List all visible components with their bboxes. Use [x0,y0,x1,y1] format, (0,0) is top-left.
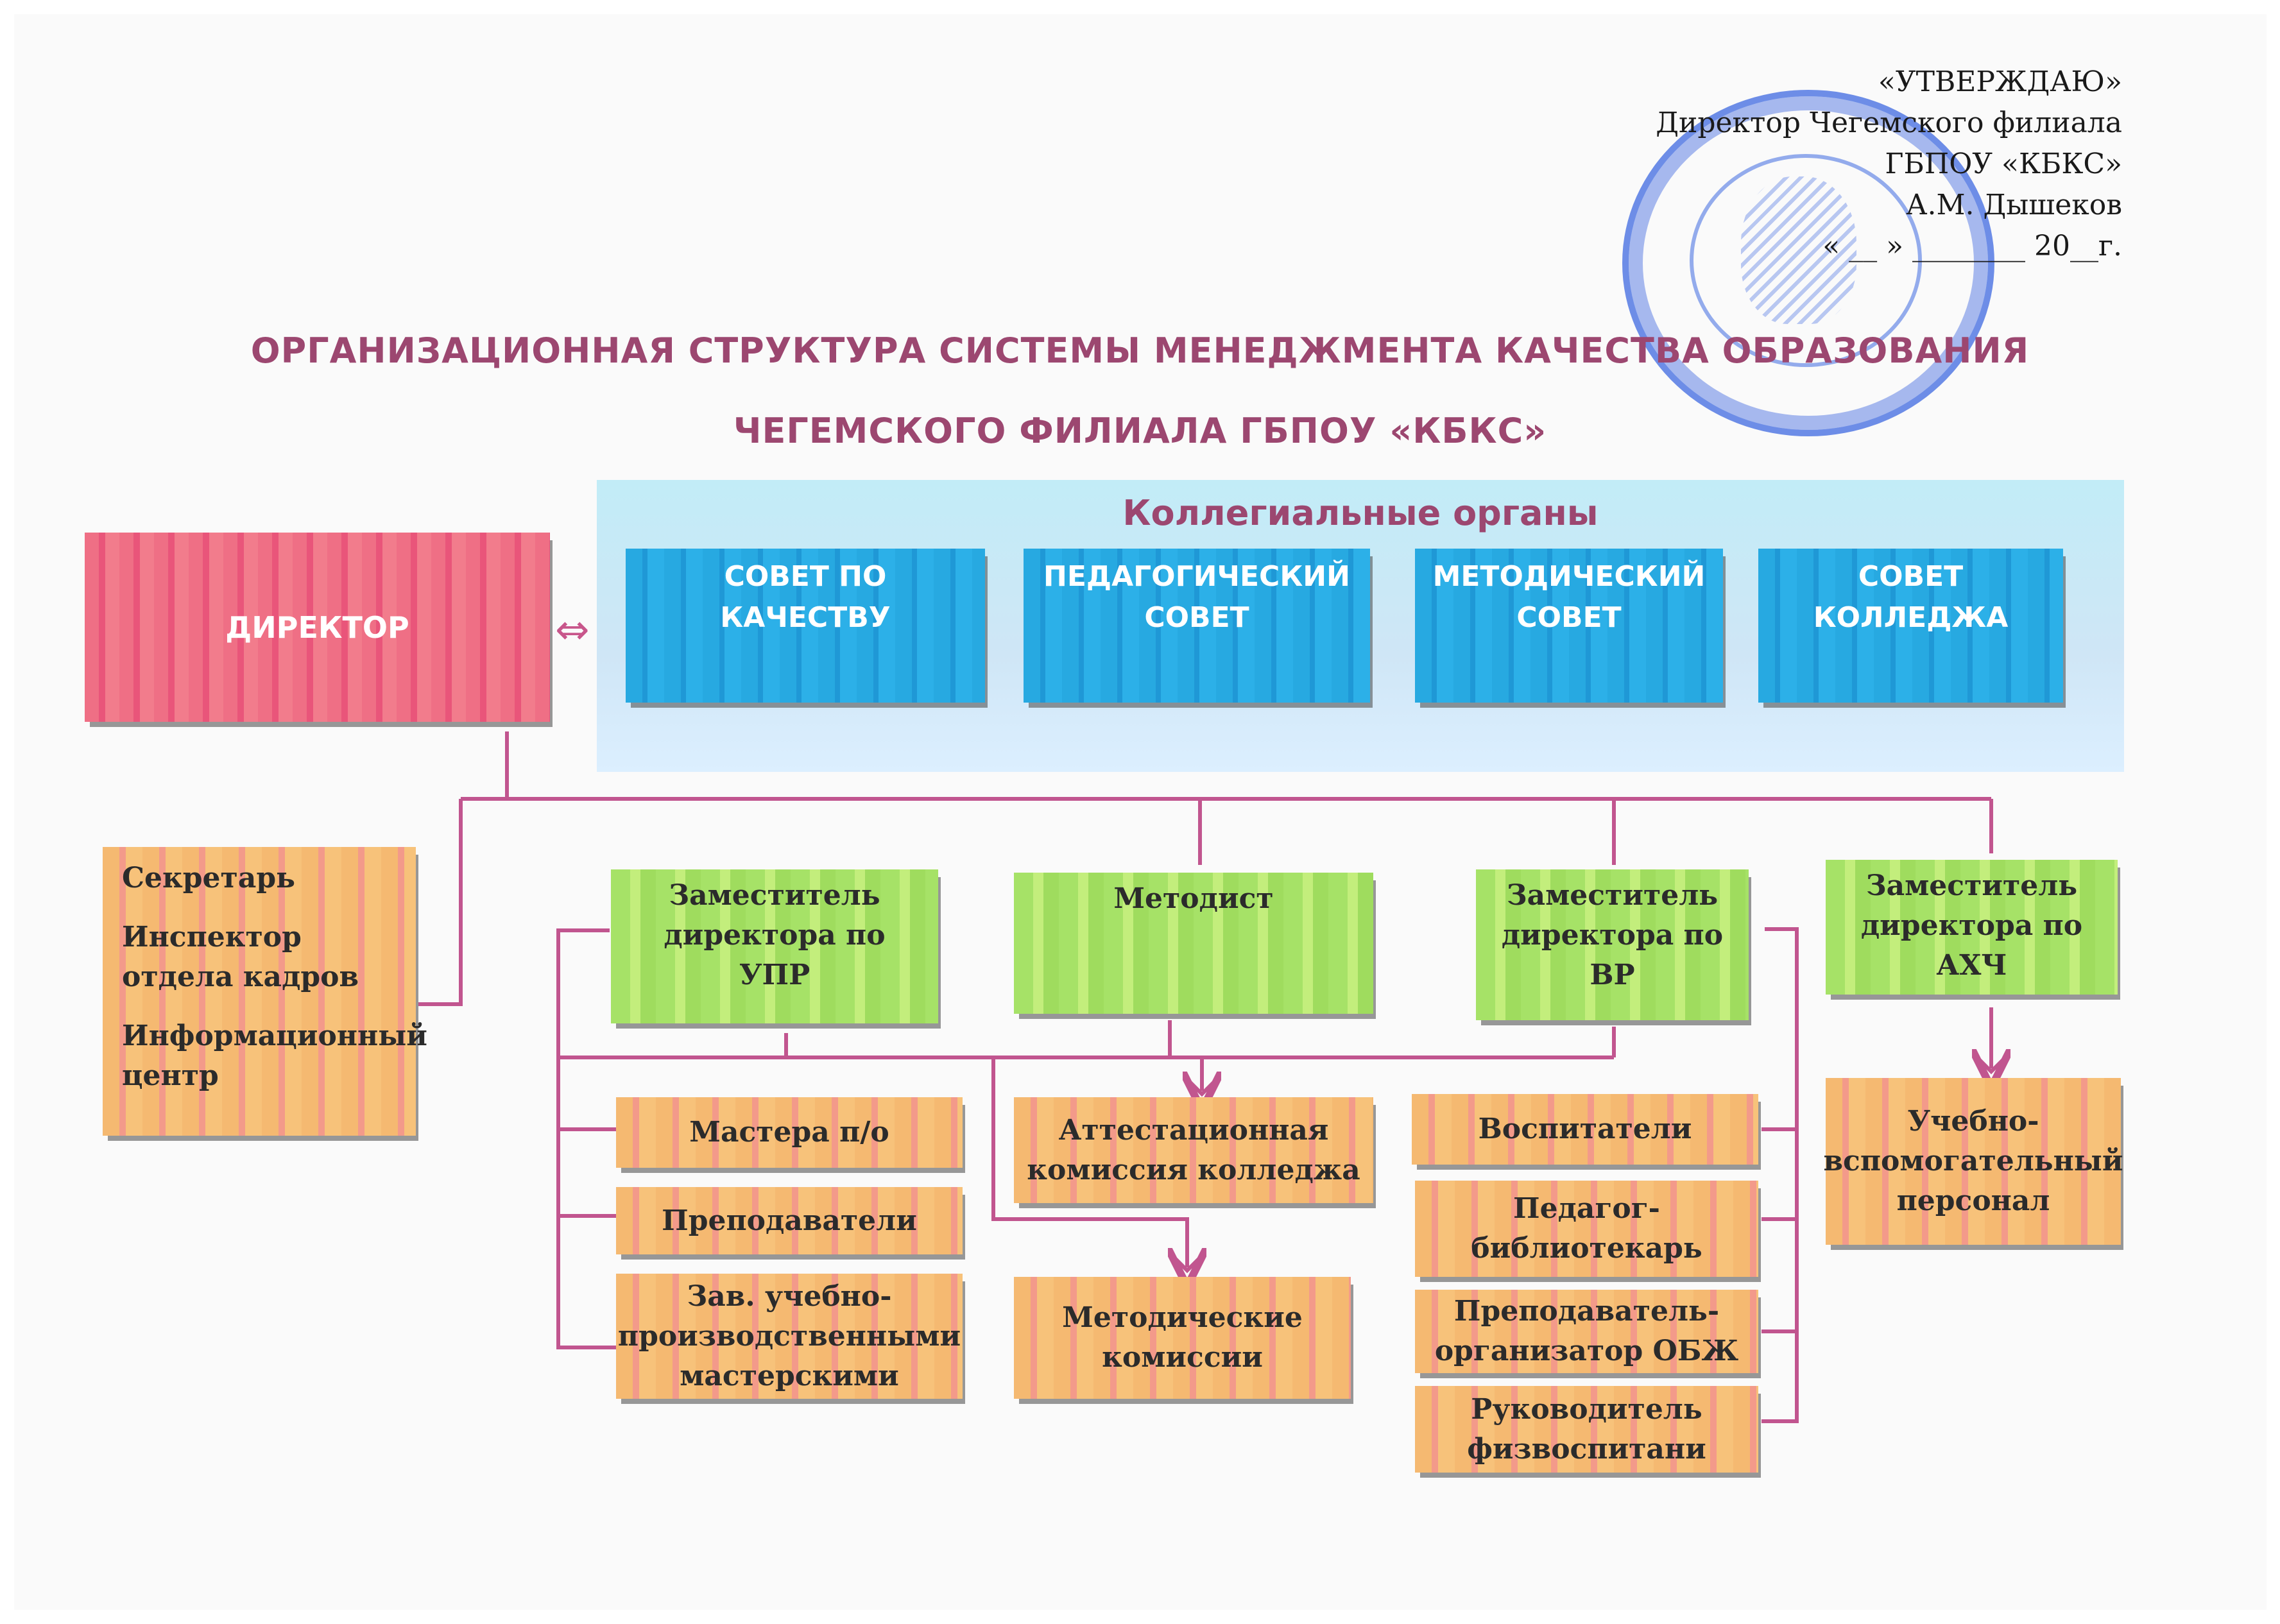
deputy-upr-box: Заместитель директора по УПР [611,869,938,1023]
staff-item: Секретарь [122,862,295,894]
double-arrow-icon: ⇔ [555,606,590,654]
deputy-ahch-box: Заместитель директора по АХЧ [1826,860,2118,995]
vr-unit-obzh-teacher: Преподаватель-организатор ОБЖ [1415,1290,1758,1373]
upr-unit-teachers: Преподаватели [616,1187,963,1254]
staff-item: Информационный центр [122,1020,427,1092]
vr-unit-pe-head: Руководитель физвоспитани [1415,1386,1758,1473]
method-unit-commissions: Методические комиссии [1014,1277,1351,1399]
approval-position: Директор Чегемского филиала [1656,107,2122,139]
director-box: ДИРЕКТОР [85,533,550,722]
methodist-box: Методист [1014,873,1373,1014]
council-quality-box: СОВЕТ ПО КАЧЕСТВУ [626,549,985,703]
college-council-box: СОВЕТ КОЛЛЕДЖА [1758,549,2063,703]
seal-inner-ring [1690,154,1922,367]
upr-unit-workshops-head: Зав. учебно-производственными мастерским… [616,1274,963,1399]
method-unit-attestation: Аттестационная комиссия колледжа [1014,1097,1373,1203]
vr-unit-educators: Воспитатели [1412,1094,1758,1165]
staff-item: Инспектор отдела кадров [122,921,359,993]
document-title: ОРГАНИЗАЦИОННАЯ СТРУКТУРА СИСТЕМЫ МЕНЕДЖ… [250,330,2030,371]
methodical-council-box: МЕТОДИЧЕСКИЙ СОВЕТ [1415,549,1723,703]
ahch-unit-support-staff: Учебно-вспомогательный персонал [1823,1078,2123,1245]
approval-org: ГБПОУ «КБКС» [1885,148,2122,180]
approval-heading: «УТВЕРЖДАЮ» [1878,65,2122,98]
document-subtitle: ЧЕГЕМСКОГО ФИЛИАЛА ГБПОУ «КБКС» [733,411,1547,451]
deputy-vr-box: Заместитель директора по ВР [1476,869,1749,1020]
approval-signatory: А.М. Дышеков [1906,189,2122,221]
approval-block: «УТВЕРЖДАЮ» Директор Чегемского филиала … [1545,62,2122,267]
collegial-bodies-title: Коллегиальные органы [1122,493,1599,533]
support-staff-box: Секретарь Инспектор отдела кадров Информ… [103,847,427,1136]
pedagogical-council-box: ПЕДАГОГИЧЕСКИЙ СОВЕТ [1024,549,1370,703]
seal-emblem-icon [1741,176,1856,324]
official-seal-stamp [1622,90,1994,436]
approval-date: « __ » ________ 20__г. [1822,230,2122,262]
upr-unit-masters: Мастера п/о [616,1097,963,1168]
vr-unit-librarian: Педагог-библиотекарь [1415,1181,1758,1277]
